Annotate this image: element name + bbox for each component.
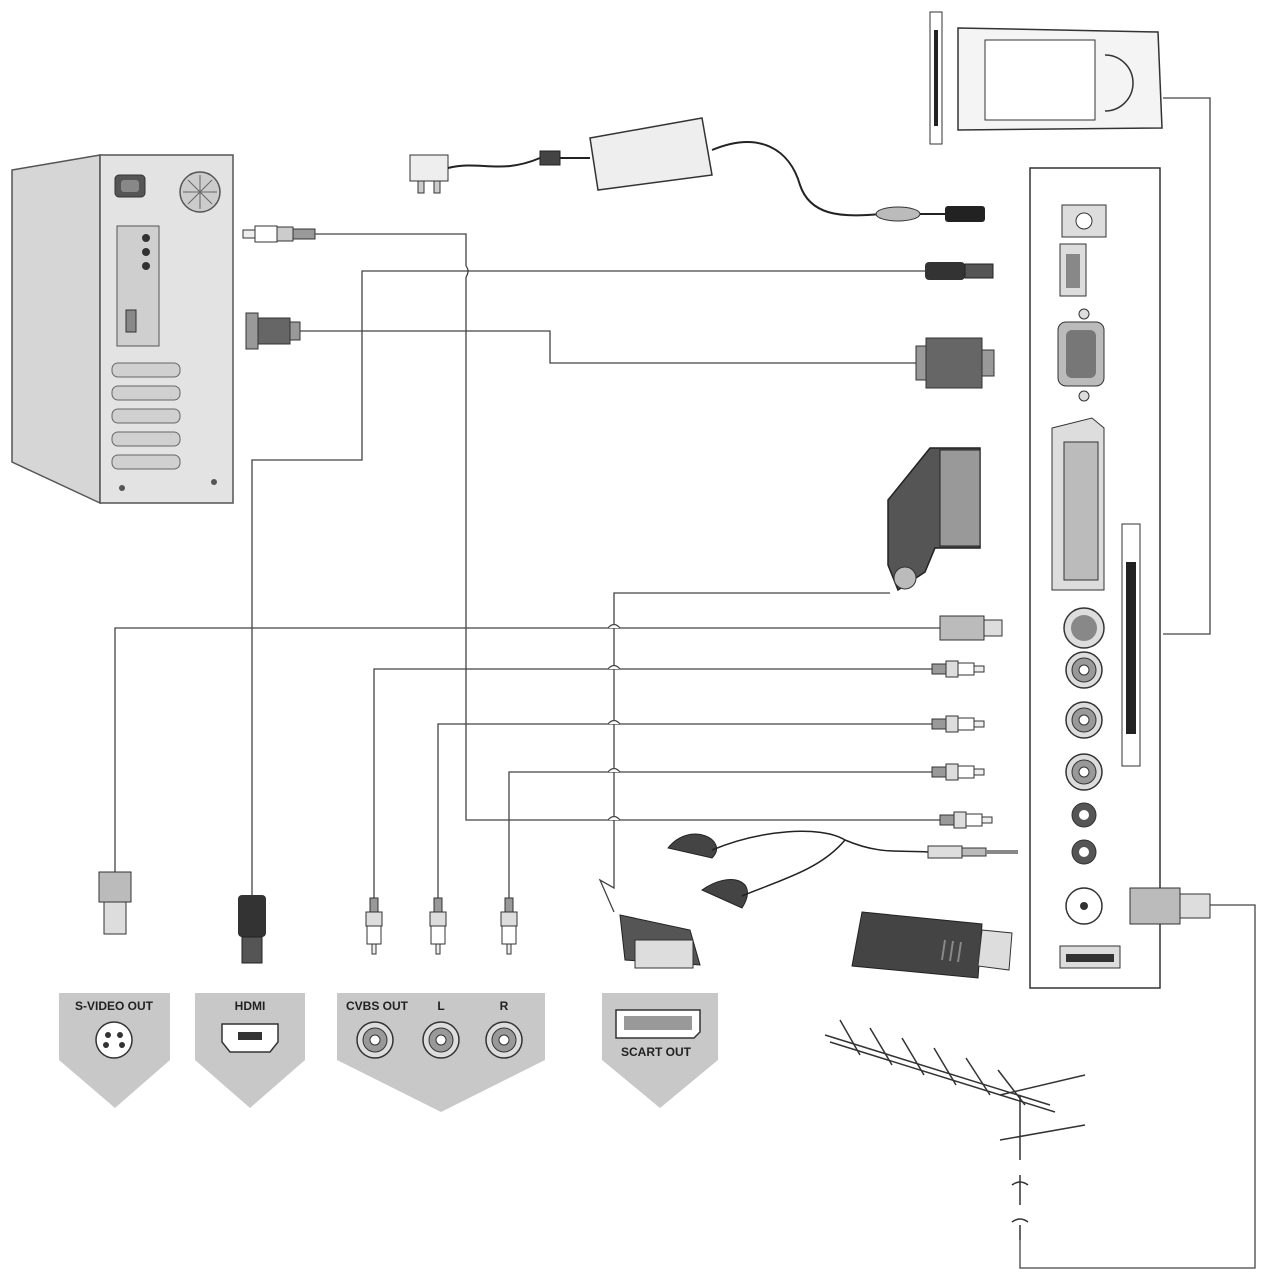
pc-audio-plug	[242, 225, 316, 243]
l-jack-icon	[422, 1021, 460, 1059]
rca-plug-r-right	[931, 763, 985, 781]
cvbs-audio-panel: CVBS OUT L R	[337, 993, 545, 1112]
hdmi-panel: HDMI	[195, 993, 305, 1108]
scart-plug-bottom	[619, 914, 701, 969]
vga-plug-right	[915, 337, 995, 389]
tv-connector-panel	[1029, 167, 1161, 989]
ci-slot	[1121, 523, 1141, 767]
headphones	[667, 830, 1018, 909]
hdmi-label: HDMI	[235, 999, 266, 1013]
svideo-plug-bottom	[98, 871, 132, 935]
svideo-out-label: S-VIDEO OUT	[75, 999, 154, 1013]
usb-stick	[851, 911, 1013, 979]
rca-plug-l-right	[931, 715, 985, 733]
pc-tower	[11, 154, 234, 505]
antenna-plug	[1129, 887, 1211, 925]
svideo-out-panel: S-VIDEO OUT	[59, 993, 170, 1108]
vga-port	[1057, 308, 1105, 402]
audio-r-label: R	[500, 999, 509, 1013]
rca-plug-cvbs-right	[931, 660, 985, 678]
pc-vga-plug	[245, 312, 301, 350]
antenna-icon	[824, 1019, 1086, 1240]
svideo-plug-right	[939, 615, 1003, 641]
svideo-port	[1063, 607, 1105, 649]
rca-plug-l-bottom	[429, 897, 447, 955]
scart-out-panel: SCART OUT	[602, 993, 718, 1108]
hdmi-plug-bottom	[238, 895, 266, 964]
ci-card	[929, 11, 1163, 145]
hdmi-plug-right	[925, 262, 994, 280]
rca-plug-r-bottom	[500, 897, 518, 955]
audio-l-label: L	[437, 999, 444, 1013]
scart-out-label: SCART OUT	[621, 1045, 692, 1059]
r-jack-icon	[485, 1021, 523, 1059]
rca-plug-cvbs-bottom	[365, 897, 383, 955]
cvbs-out-label: CVBS OUT	[346, 999, 409, 1013]
power-adapter	[409, 117, 985, 222]
scart-plug-right	[887, 447, 981, 592]
rca-plug-pc-audio-right	[939, 811, 993, 829]
cvbs-jack-icon	[356, 1021, 394, 1059]
cables	[114, 97, 1256, 1269]
scart-port	[1051, 417, 1105, 591]
